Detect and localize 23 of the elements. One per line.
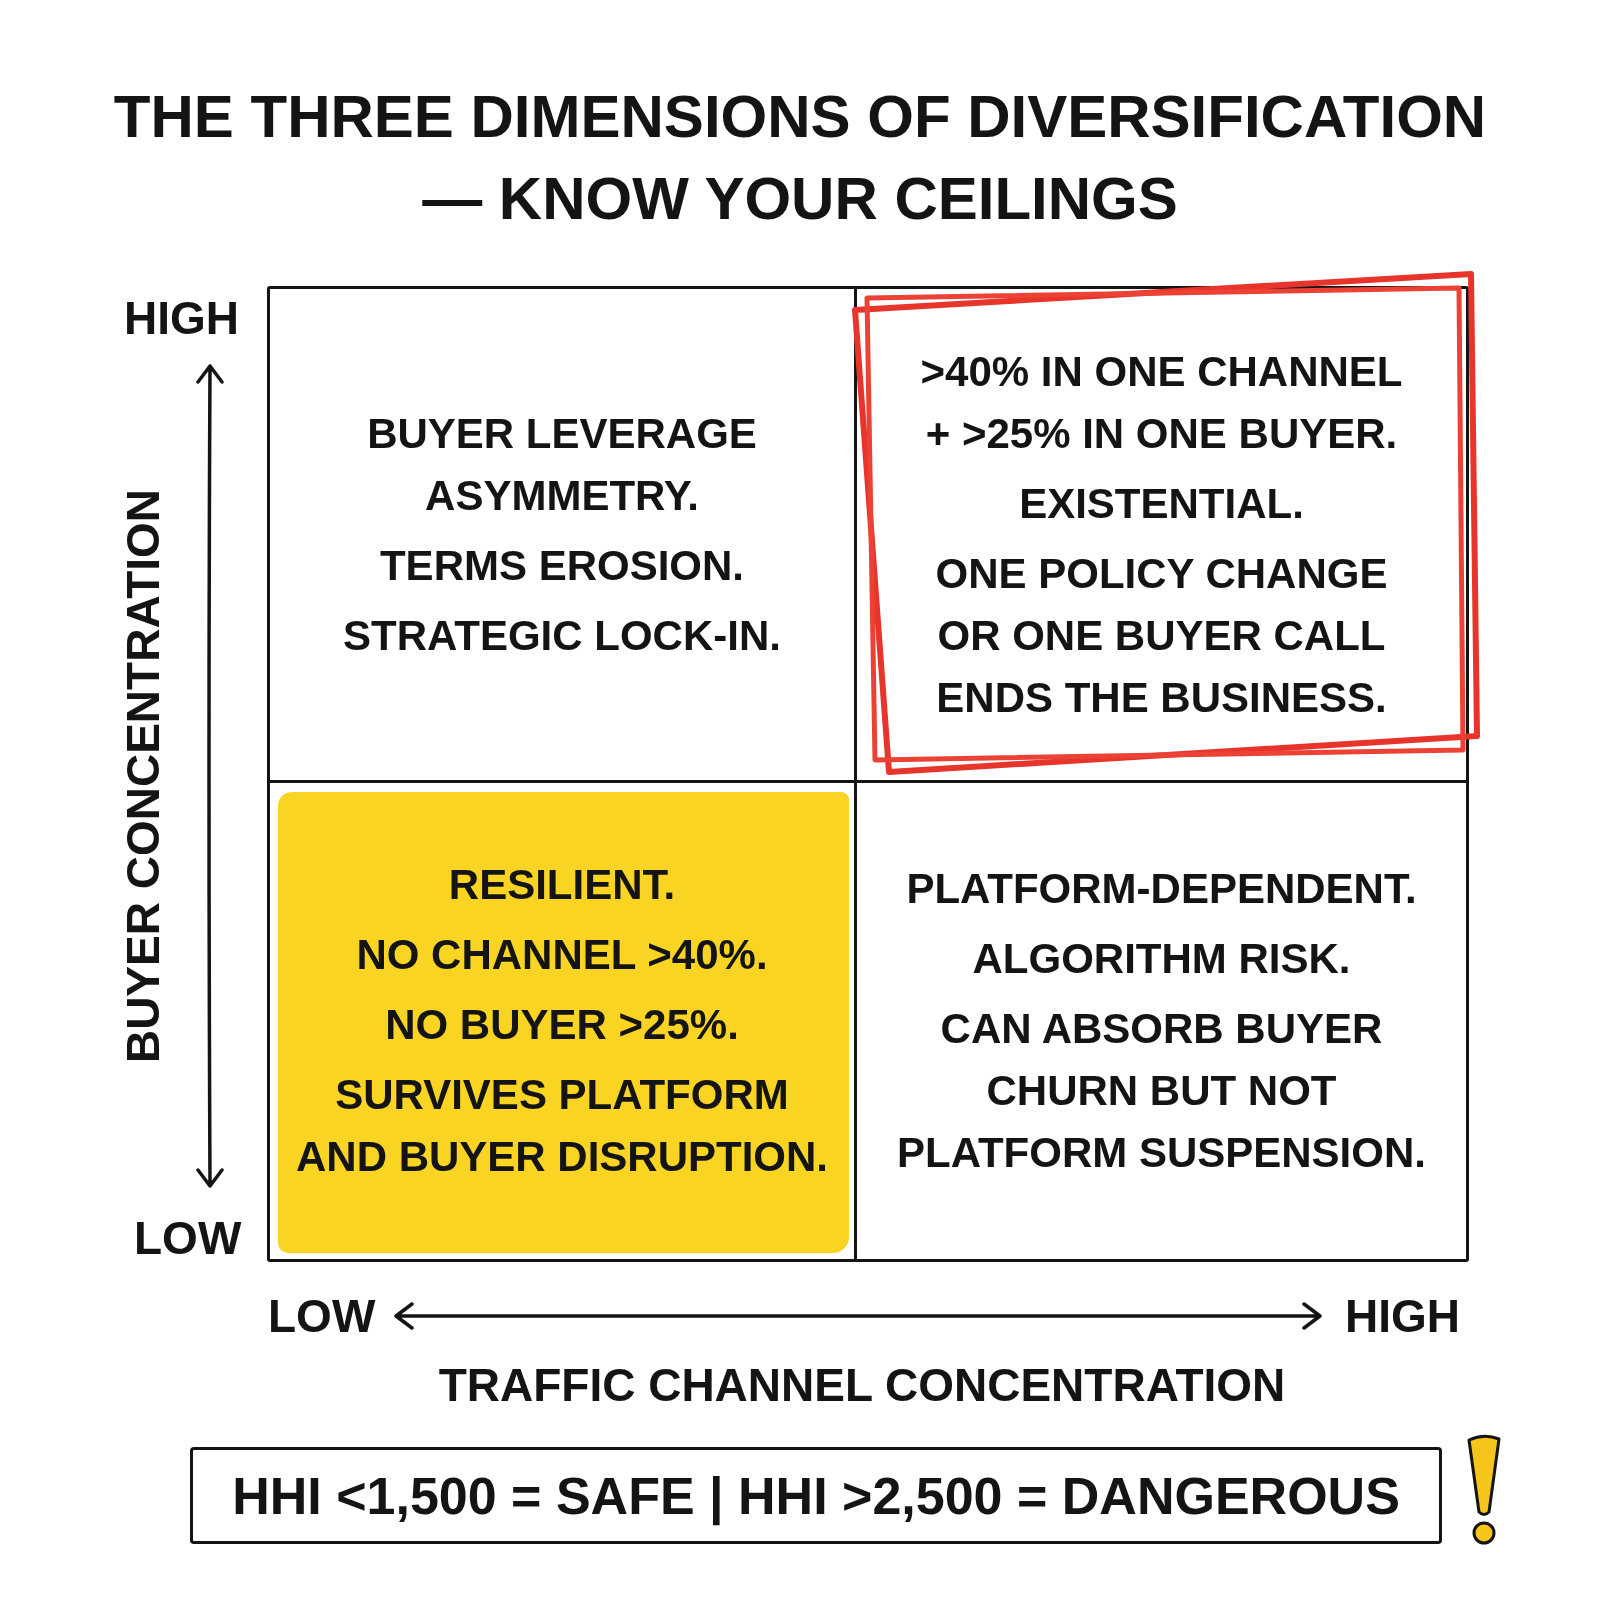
quadrant-cell — [270, 289, 857, 783]
quadrant-text: EXISTENTIAL. — [1019, 478, 1304, 529]
quadrant-text: NO CHANNEL >40%. — [356, 930, 768, 980]
axis-label: HIGH — [124, 292, 239, 344]
quadrant-text: SURVIVES PLATFORM AND BUYER DISRUPTION. — [294, 1070, 829, 1182]
axis-label: LOW — [268, 1290, 376, 1342]
threshold-text: HHI <1,500 = SAFE | HHI >2,500 = DANGEROUS — [232, 1465, 1400, 1526]
threshold-box — [190, 1447, 1442, 1544]
quadrant-text: NO BUYER >25%. — [385, 1000, 739, 1050]
quadrant-text: RESILIENT. — [448, 860, 676, 910]
quadrant-text: ALGORITHM RISK. — [972, 934, 1351, 984]
quadrant-text: TERMS EROSION. — [379, 540, 744, 591]
quadrant-text: BUYER LEVERAGE ASYMMETRY. — [366, 408, 758, 521]
quadrant-text: CAN ABSORB BUYER CHURN BUT NOT PLATFORM SUSPENSION. — [896, 1004, 1427, 1178]
axis-title: TRAFFIC CHANNEL CONCENTRATION — [438, 1359, 1286, 1411]
quadrant-text: ONE POLICY CHANGE OR ONE BUYER CALL ENDS THE BUSINESS. — [934, 548, 1389, 723]
axis-title: BUYER CONCENTRATION — [117, 488, 169, 1064]
quadrant-text: >40% IN ONE CHANNEL + >25% IN ONE BUYER. — [919, 346, 1404, 459]
axis-label: LOW — [134, 1212, 242, 1264]
quadrant-text: STRATEGIC LOCK-IN. — [343, 610, 781, 661]
axis-label: HIGH — [1345, 1290, 1460, 1342]
title: THE THREE DIMENSIONS OF DIVERSIFICATION — KNOW YOUR CEILINGS — [112, 82, 1488, 234]
quadrant-text: PLATFORM-DEPENDENT. — [906, 864, 1417, 914]
